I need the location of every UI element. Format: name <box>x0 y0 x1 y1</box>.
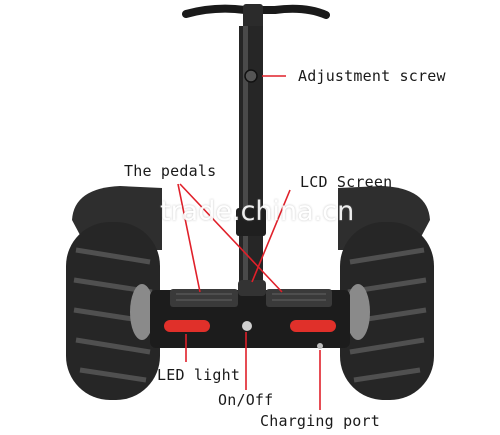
label-lcd-screen: LCD Screen <box>300 173 393 191</box>
left-wheel <box>66 222 160 400</box>
label-adjustment-screw: Adjustment screw <box>298 67 446 85</box>
handlebar-clamp <box>243 4 263 30</box>
right-pedal <box>266 289 332 307</box>
pointer-pedals-left <box>177 183 201 293</box>
label-pedals: The pedals <box>124 162 217 180</box>
label-charging-port: Charging port <box>260 412 380 430</box>
power-button <box>242 321 252 331</box>
right-led-light <box>290 320 336 332</box>
adjustment-screw-knob <box>244 69 258 83</box>
pointer-pedals-right <box>179 183 283 293</box>
watermark: trade.china.cn <box>160 196 355 227</box>
label-on-off: On/Off <box>218 391 274 409</box>
steering-column <box>239 26 263 288</box>
left-pedal <box>170 289 238 307</box>
charging-port-socket <box>317 343 323 349</box>
right-wheel <box>340 222 434 400</box>
column-highlight <box>243 26 248 288</box>
lcd-housing <box>238 280 266 296</box>
pointer-lines <box>177 75 321 410</box>
left-led-light <box>164 320 210 332</box>
label-led-light: LED light <box>157 366 241 384</box>
column-joint <box>236 208 266 236</box>
pointer-lcd-screen <box>251 189 291 283</box>
